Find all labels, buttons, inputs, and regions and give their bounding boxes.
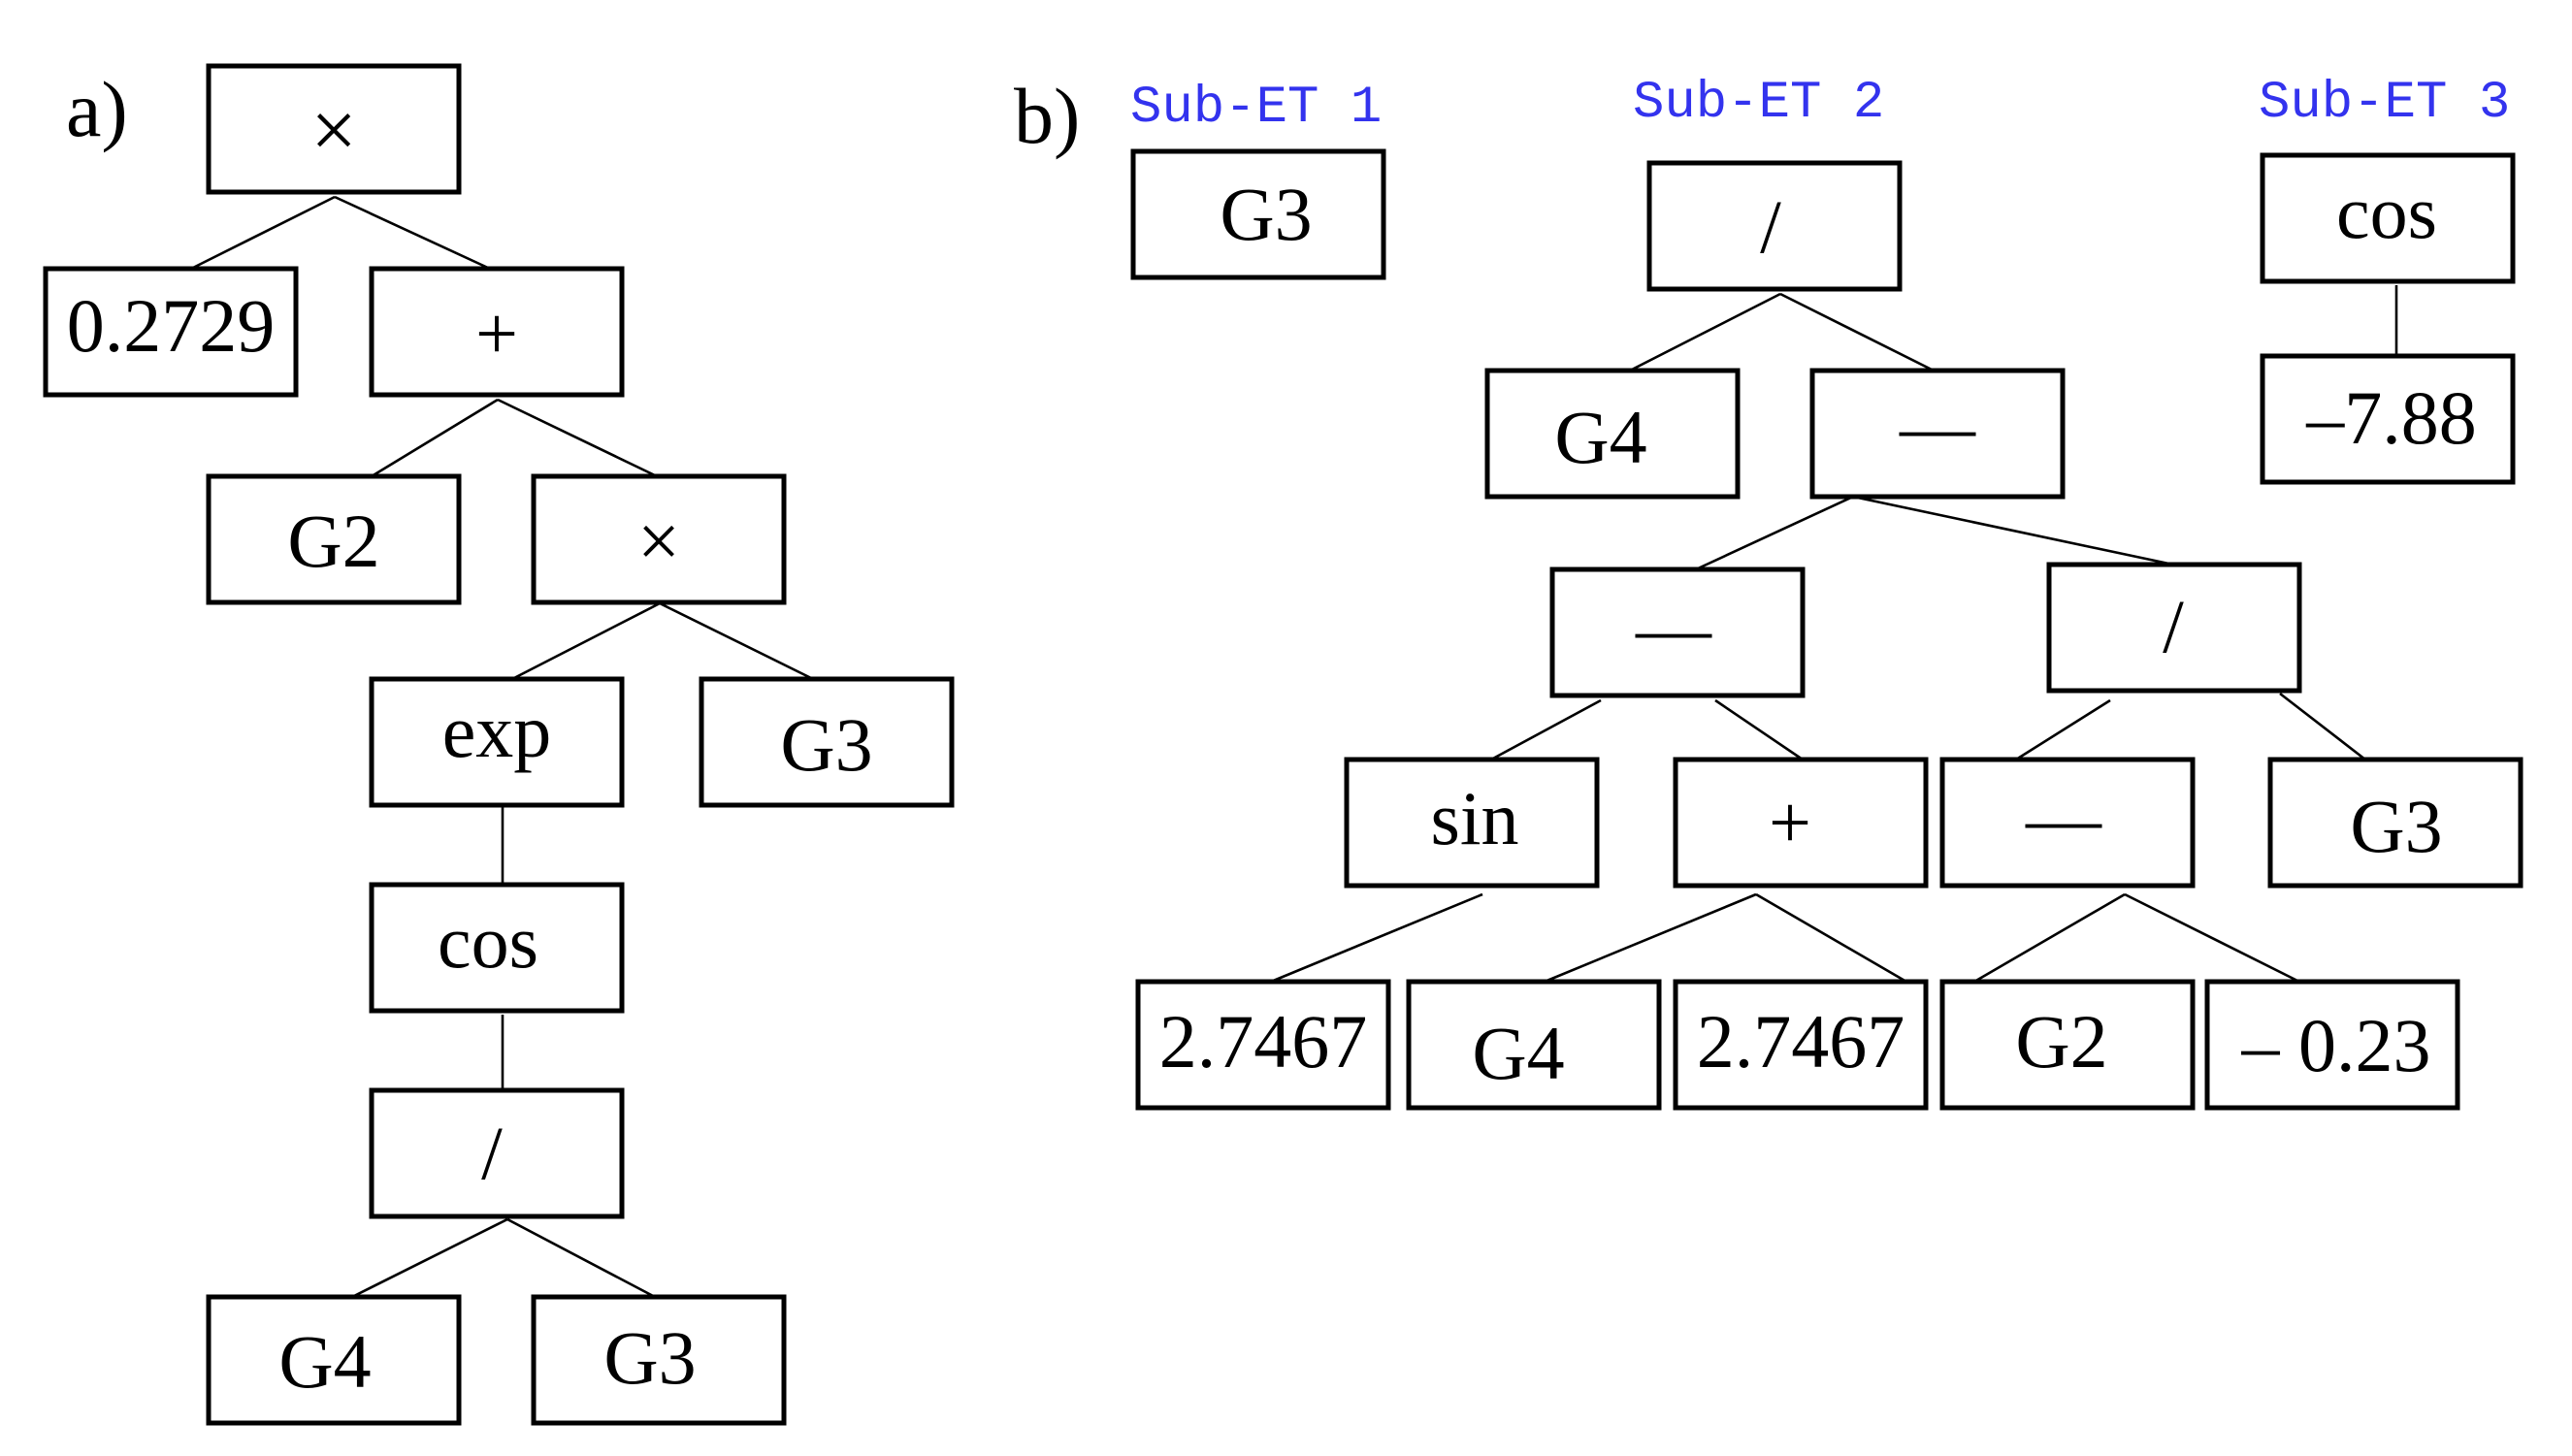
tree-node: –7.88 [2260,353,2516,485]
node-label: G4 [1554,395,1646,479]
edge [190,195,336,271]
node-label: 2.7467 [1697,999,1905,1084]
tree-node: G4 [1406,979,1662,1111]
node-label: + [1769,780,1811,864]
node-label: –7.88 [2305,375,2477,460]
tree-node: G2 [1939,979,2196,1111]
tree-node: – 0.23 [2204,979,2460,1111]
tree-node: + [369,266,625,398]
node-label: G2 [2015,999,2107,1084]
edge [1755,892,1907,984]
edge [1544,892,1757,984]
node-label: — [1635,586,1712,670]
tree-node: G2 [206,473,462,605]
node-label: exp [442,689,552,773]
node-label: cos [2336,170,2437,254]
node-label: — [2025,776,2102,860]
tree-node: sin [1344,757,1600,889]
edge [1629,292,1781,372]
tree-node: 2.7467 [1673,979,1929,1111]
node-label: G3 [2350,784,2442,868]
tree-node: / [2046,562,2302,694]
node-label: G3 [603,1315,696,1400]
tree-node: — [1809,368,2066,500]
tree-node: 2.7467 [1135,979,1391,1111]
node-label: — [1899,384,1976,469]
edge [497,398,658,478]
tree-node: / [1646,160,1903,292]
edge [2279,692,2366,761]
edge [334,195,491,271]
edge [659,601,814,681]
edges-panel-b [1270,285,2398,984]
tree-node: G3 [699,676,955,808]
node-label: 0.2729 [67,283,276,368]
edge [1695,495,1854,571]
node-label: / [2163,584,2184,668]
node-label: + [475,291,518,375]
sub-et-2-title: Sub-ET 2 [1633,74,1884,133]
edge [1490,698,1602,761]
panel-label-a: a) [66,65,128,153]
tree-node: G4 [1484,368,1741,500]
tree-node: exp [369,676,625,808]
node-label: – 0.23 [2241,1003,2431,1087]
tree-node: cos [2260,152,2516,284]
edge [351,1217,508,1299]
tree-node: 0.2729 [43,266,299,398]
node-label: × [310,85,356,176]
tree-node: G3 [531,1294,787,1426]
edges-panel-a [190,195,814,1299]
node-label: sin [1430,776,1518,860]
edge [1270,892,1483,984]
edge [1852,495,2174,566]
edge [506,1217,656,1299]
edge [1714,698,1804,761]
node-label: G3 [780,702,872,787]
tree-node: — [1939,757,2196,889]
tree-node: — [1549,566,1806,698]
tree-node: / [369,1087,625,1219]
node-label: / [481,1111,503,1195]
tree-node: + [1673,757,1929,889]
tree-node: G4 [206,1294,462,1426]
node-label: × [637,499,680,583]
node-label: G4 [1472,1011,1564,1095]
edge [2124,892,2300,984]
tree-node: G3 [2267,757,2523,889]
edge [371,398,499,478]
node-label: 2.7467 [1159,999,1368,1084]
tree-node: × [531,473,787,605]
node-label: G4 [278,1319,371,1404]
sub-et-1-title: Sub-ET 1 [1130,79,1382,138]
edge [1779,292,1935,372]
node-label: cos [438,899,538,984]
tree-node: × [206,63,462,195]
edge [511,601,661,681]
edge [1973,892,2126,984]
panel-label-b: b) [1014,72,1080,160]
edge [2015,698,2111,761]
node-label: / [1760,184,1781,269]
sub-et-3-title: Sub-ET 3 [2259,74,2510,133]
tree-node: cos [369,882,625,1014]
node-label: G3 [1220,172,1312,256]
node-label: G2 [287,499,379,583]
tree-node: G3 [1130,148,1386,280]
